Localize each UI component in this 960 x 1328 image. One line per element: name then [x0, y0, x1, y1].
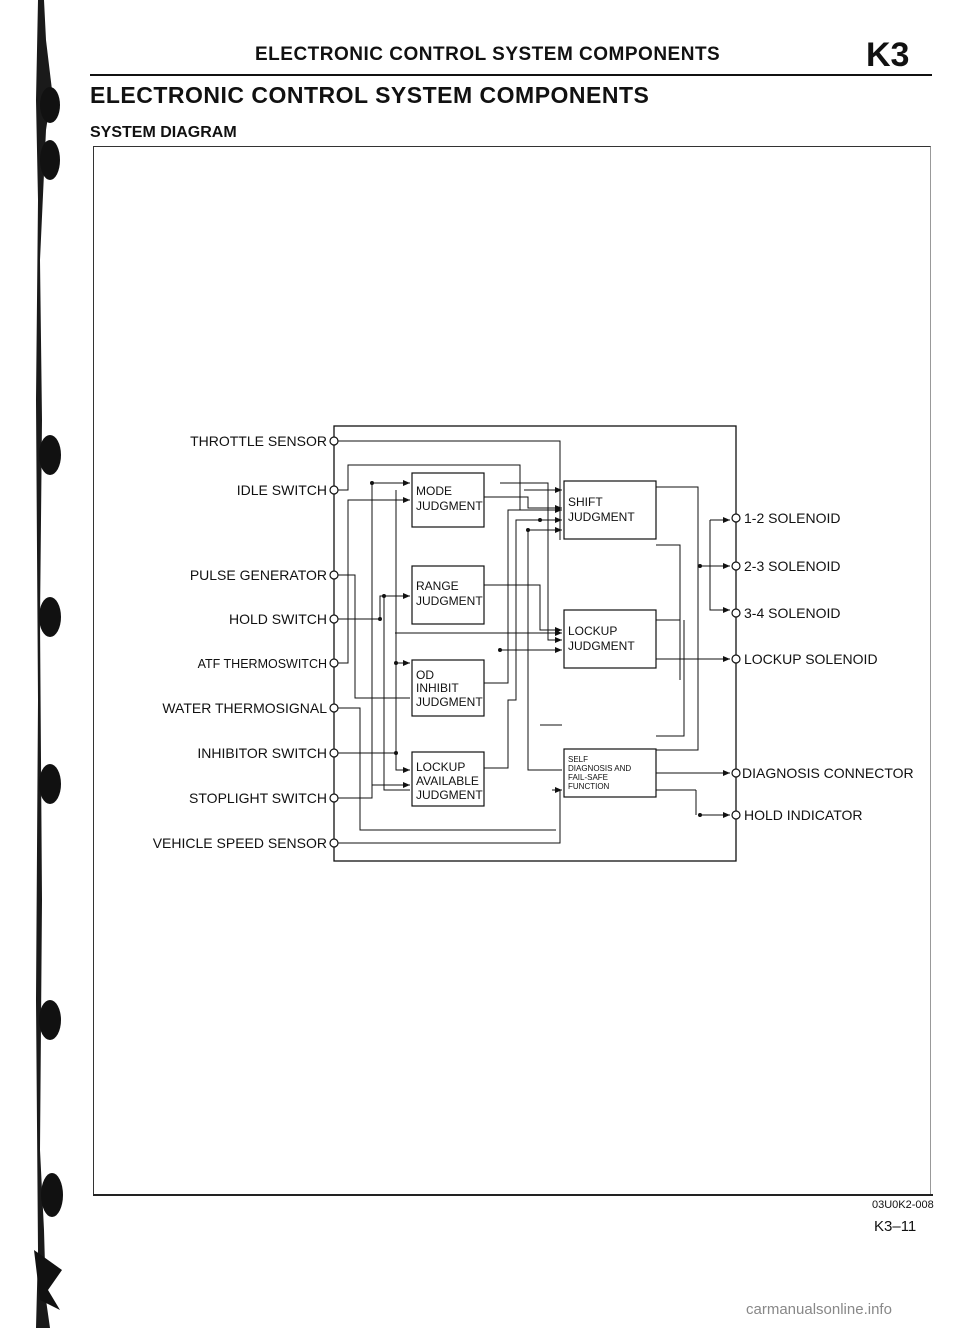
block-label: JUDGMENT — [416, 594, 483, 608]
terminal-pulse-generator — [329, 570, 339, 580]
block-label: AVAILABLE — [416, 774, 479, 788]
block-range-judgment — [411, 565, 485, 625]
input-label-throttle-sensor: THROTTLE SENSOR — [190, 433, 327, 449]
block-label: JUDGMENT — [416, 499, 483, 513]
block-lockup-judgment — [563, 609, 657, 669]
section-title: ELECTRONIC CONTROL SYSTEM COMPONENTS — [90, 82, 650, 108]
input-label-water-thermosignal: WATER THERMOSIGNAL — [162, 700, 327, 716]
block-label: SELF — [568, 755, 588, 764]
block-label: RANGE — [416, 579, 459, 593]
block-label: OD — [416, 668, 434, 682]
input-label-pulse-generator: PULSE GENERATOR — [190, 567, 327, 583]
input-label-atf-thermoswitch: ATF THERMOSWITCH — [198, 657, 327, 671]
input-label-stoplight-switch: STOPLIGHT SWITCH — [189, 790, 327, 806]
junction-dot — [394, 751, 398, 755]
junction-dot — [394, 661, 398, 665]
diagram-frame — [93, 146, 931, 1194]
block-label: JUDGMENT — [416, 788, 483, 802]
terminal-lockup-solenoid — [731, 654, 741, 664]
output-label-1-2-solenoid: 1-2 SOLENOID — [744, 510, 840, 526]
output-label-diagnosis-connector: DIAGNOSIS CONNECTOR — [742, 765, 914, 781]
junction-dot — [698, 564, 702, 568]
block-label: LOCKUP — [416, 760, 465, 774]
block-label: FAIL-SAFE — [568, 773, 608, 782]
output-label-3-4-solenoid: 3-4 SOLENOID — [744, 605, 840, 621]
terminal-idle-switch — [329, 485, 339, 495]
block-label: JUDGMENT — [568, 510, 635, 524]
binding-hole — [41, 1173, 63, 1217]
input-label-idle-switch: IDLE SWITCH — [237, 482, 327, 498]
ecu-boundary — [333, 425, 737, 862]
blocks — [411, 472, 657, 807]
input-label-hold-switch: HOLD SWITCH — [229, 611, 327, 627]
block-self-diagnosis — [563, 748, 657, 798]
terminal-diagnosis-connector — [731, 768, 741, 778]
block-label: MODE — [416, 484, 452, 498]
terminal-water-thermosignal — [329, 703, 339, 713]
section-code: K3 — [866, 36, 910, 74]
page-number: K3–11 — [874, 1218, 917, 1235]
diagram-subtitle: SYSTEM DIAGRAM — [90, 124, 237, 141]
junction-dot — [370, 481, 374, 485]
terminal-inhibitor-switch — [329, 748, 339, 758]
block-label: INHIBIT — [416, 681, 459, 695]
terminal-stoplight-switch — [329, 793, 339, 803]
output-terminals — [731, 513, 741, 820]
block-label: SHIFT — [568, 495, 603, 509]
header-title: ELECTRONIC CONTROL SYSTEM COMPONENTS — [255, 44, 721, 65]
block-od-inhibit-judgment — [411, 659, 485, 717]
terminal-throttle-sensor — [329, 436, 339, 446]
binding-hole — [39, 435, 61, 475]
binding-hole — [39, 1000, 61, 1040]
binding-hole — [40, 87, 60, 123]
block-mode-judgment — [411, 472, 485, 528]
terminal-vehicle-speed-sensor — [329, 838, 339, 848]
output-label-hold-indicator: HOLD INDICATOR — [744, 807, 863, 823]
block-label: FUNCTION — [568, 782, 610, 791]
junction-dots — [370, 481, 702, 817]
block-label: DIAGNOSIS AND — [568, 764, 631, 773]
block-labels: MODE JUDGMENT RANGE JUDGMENT OD INHIBIT … — [416, 484, 635, 802]
header-rule — [90, 74, 932, 76]
diagram-frame-bottom — [93, 1194, 933, 1196]
block-label: JUDGMENT — [416, 695, 483, 709]
binding-edge — [34, 0, 63, 1328]
junction-dot — [526, 528, 530, 532]
wiring — [338, 440, 730, 844]
output-label-2-3-solenoid: 2-3 SOLENOID — [744, 558, 840, 574]
input-label-inhibitor-switch: INHIBITOR SWITCH — [197, 745, 327, 761]
binding-hole — [40, 140, 60, 180]
terminal-1-2-solenoid — [731, 513, 741, 523]
terminal-2-3-solenoid — [731, 561, 741, 571]
junction-dot — [378, 617, 382, 621]
figure-code: 03U0K2-008 — [872, 1199, 934, 1211]
junction-dot — [498, 648, 502, 652]
terminal-3-4-solenoid — [731, 608, 741, 618]
input-labels: THROTTLE SENSOR IDLE SWITCH PULSE GENERA… — [153, 433, 327, 851]
output-labels: 1-2 SOLENOID 2-3 SOLENOID 3-4 SOLENOID L… — [742, 510, 914, 823]
terminal-hold-indicator — [731, 810, 741, 820]
junction-dot — [698, 813, 702, 817]
junction-dot — [538, 518, 542, 522]
terminal-atf-thermoswitch — [329, 658, 339, 668]
binding-hole — [39, 597, 61, 637]
output-label-lockup-solenoid: LOCKUP SOLENOID — [744, 651, 878, 667]
terminal-hold-switch — [329, 614, 339, 624]
binding-hole — [39, 764, 61, 804]
block-lockup-available-judgment — [411, 751, 485, 807]
input-label-vehicle-speed-sensor: VEHICLE SPEED SENSOR — [153, 835, 327, 851]
watermark: carmanualsonline.info — [746, 1301, 892, 1318]
junction-dot — [382, 594, 386, 598]
block-shift-judgment — [563, 480, 657, 540]
block-label: JUDGMENT — [568, 639, 635, 653]
block-label: LOCKUP — [568, 624, 617, 638]
